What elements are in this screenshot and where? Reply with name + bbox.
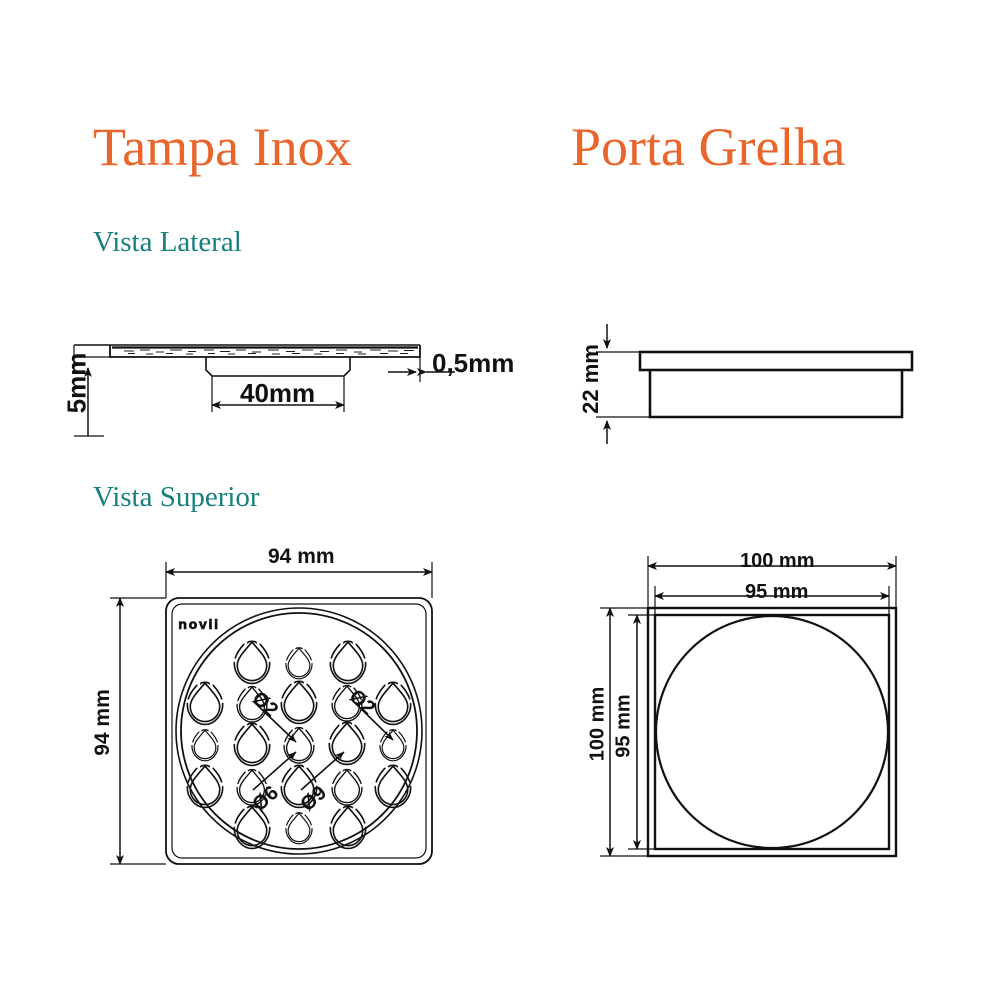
brand-logo: novii <box>178 618 220 633</box>
dim-right-top-inner-height: 95 mm <box>612 694 635 758</box>
dim-left-top-height: 94 mm <box>90 689 114 756</box>
dim-right-top-outer-width: 100 mm <box>740 550 815 572</box>
left-side-view-drawing <box>73 344 455 437</box>
dim-left-side-width: 40mm <box>240 378 316 408</box>
dim-right-top-inner-width: 95 mm <box>745 581 809 603</box>
dim-left-top-width: 94 mm <box>268 545 335 568</box>
dim-right-side-height: 22 mm <box>577 344 603 414</box>
left-top-view-drawing <box>110 562 433 865</box>
right-side-view-drawing <box>596 324 914 444</box>
left-panel-title: Tampa Inox <box>93 117 352 177</box>
teardrop-hole-field <box>186 640 412 850</box>
right-top-view-drawing <box>600 556 898 858</box>
right-panel-title: Porta Grelha <box>571 117 846 177</box>
left-side-view-label: Vista Lateral <box>93 226 242 258</box>
dim-left-side-thickness: 0,5mm <box>432 348 515 378</box>
dim-left-side-height: 5mm <box>61 352 92 414</box>
dim-right-top-outer-height: 100 mm <box>586 686 609 762</box>
left-top-view-label: Vista Superior <box>93 481 260 513</box>
